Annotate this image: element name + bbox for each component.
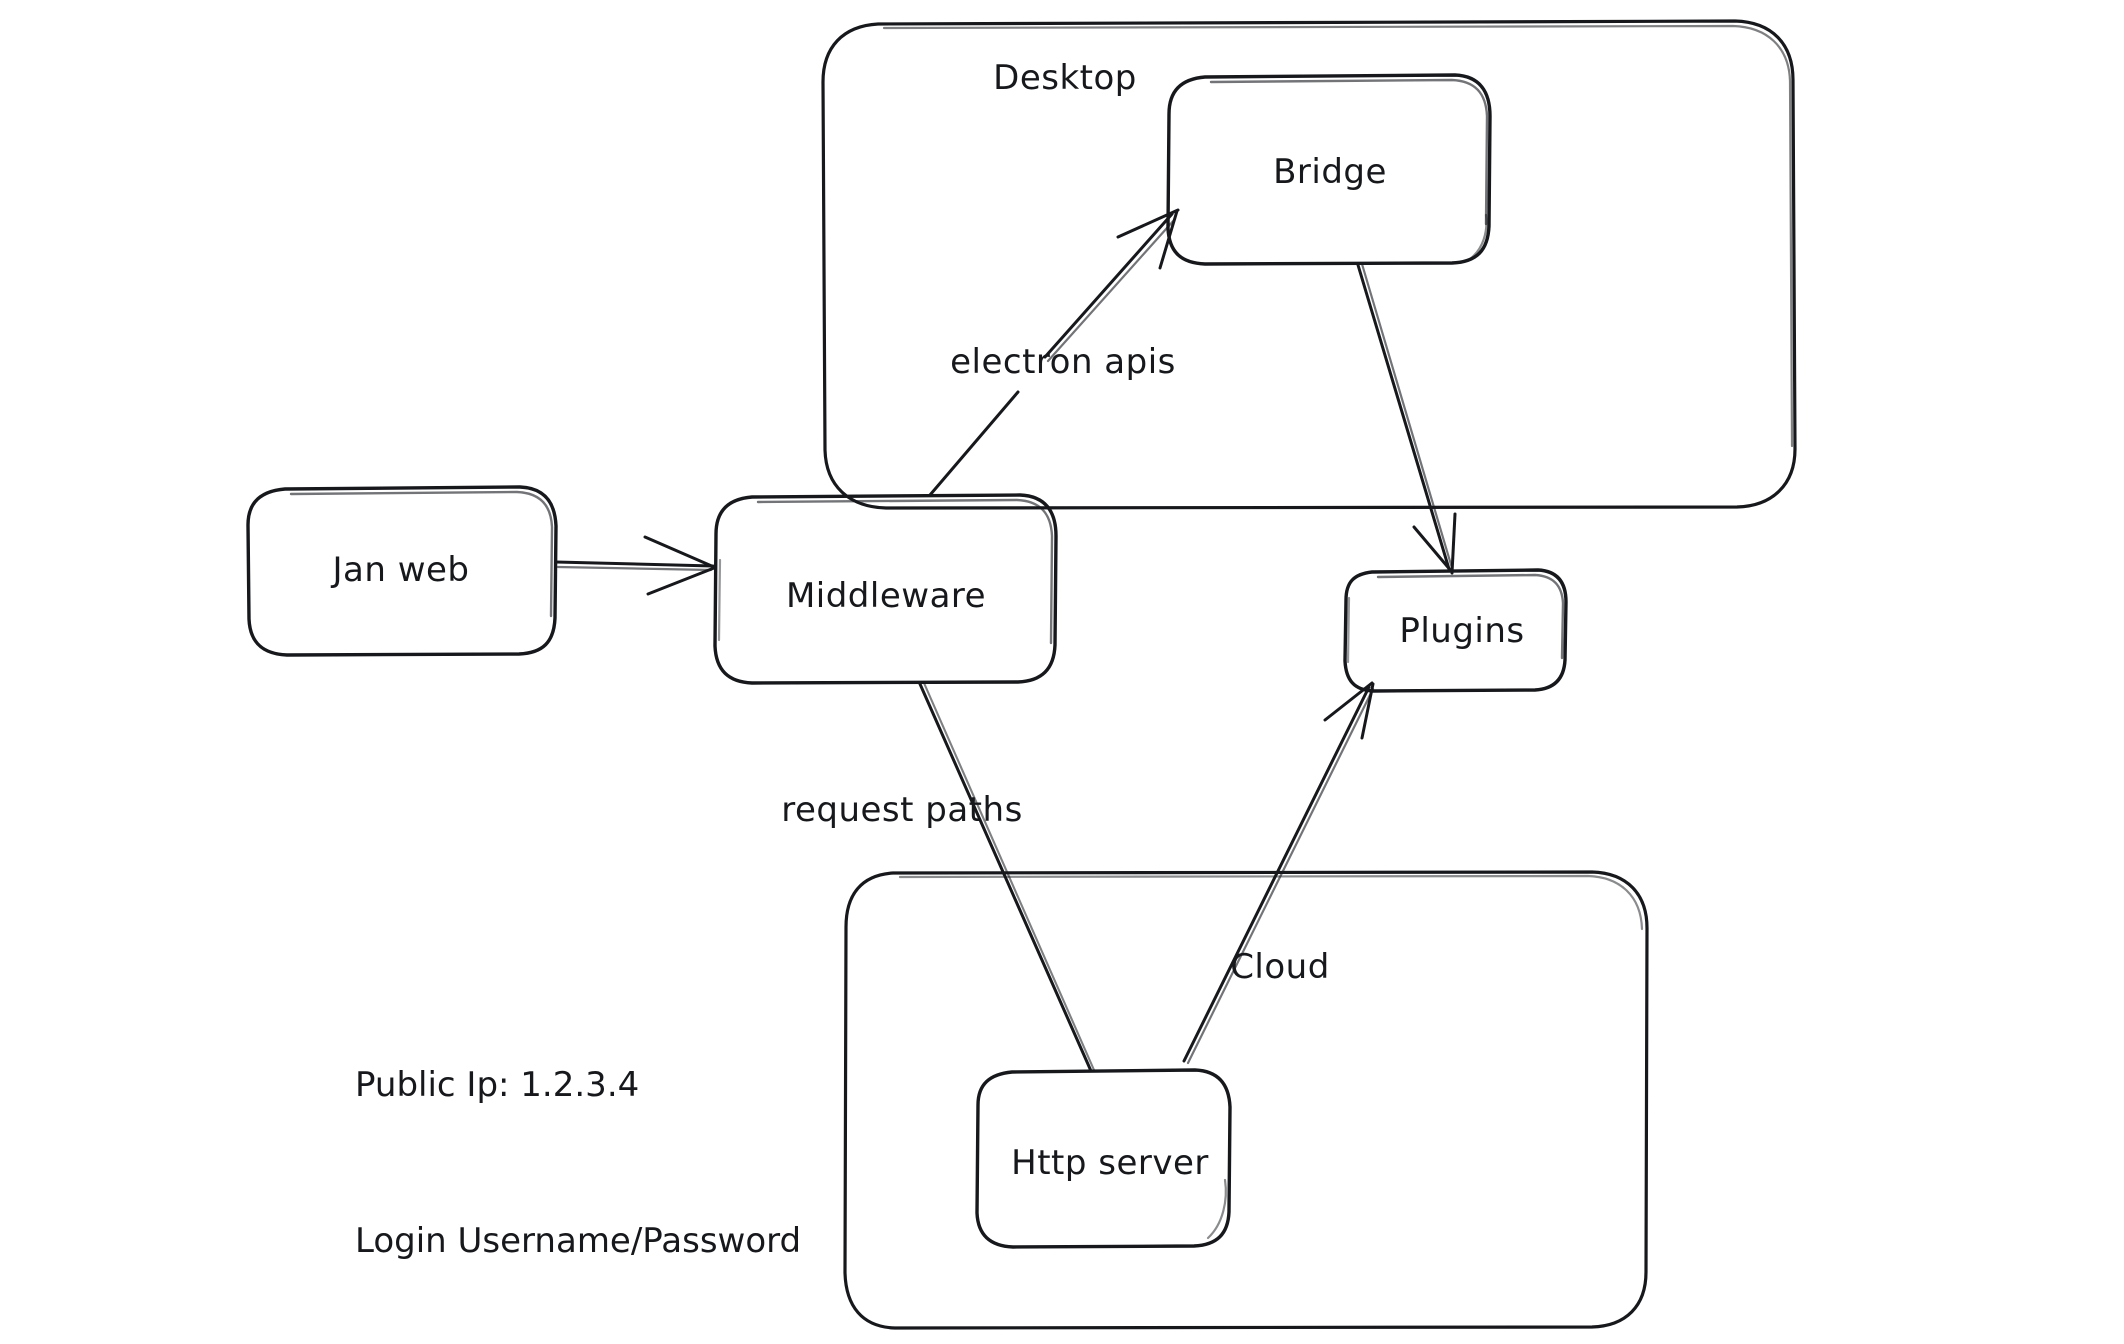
node-label-jan-web[interactable]: Jan web [332, 550, 470, 590]
node-http-server-border [975, 1068, 1232, 1249]
edge-web-to-middleware [554, 535, 716, 596]
node-label-bridge[interactable]: Bridge [1273, 152, 1387, 192]
node-plugins-border [1343, 568, 1568, 693]
node-jan-web-border [246, 485, 558, 657]
edge-http-to-plugins [1182, 681, 1375, 1065]
edge-label-cloud: Cloud [1230, 947, 1330, 987]
node-middleware-border [713, 493, 1058, 685]
node-label-http-server[interactable]: Http server [1011, 1143, 1209, 1183]
group-desktop-border [821, 19, 1797, 510]
connection-note: Public Ip: 1.2.3.4 Login Username/Passwo… [355, 955, 801, 1344]
group-cloud-border [843, 870, 1649, 1330]
edge-middleware-to-http [918, 681, 1096, 1073]
edge-label-request-paths: request paths [781, 790, 1023, 830]
node-bridge-border [1166, 73, 1492, 266]
group-label-desktop: Desktop [993, 58, 1137, 98]
node-label-middleware[interactable]: Middleware [785, 576, 987, 616]
edge-bridge-to-plugins [1356, 262, 1457, 575]
note-line-login: Login Username/Password [355, 1221, 802, 1261]
edge-label-electron-apis: electron apis [950, 342, 1176, 382]
node-label-plugins[interactable]: Plugins [1399, 611, 1525, 651]
edge-middleware-to-bridge [928, 208, 1180, 497]
note-line-public-ip: Public Ip: 1.2.3.4 [355, 1065, 640, 1105]
